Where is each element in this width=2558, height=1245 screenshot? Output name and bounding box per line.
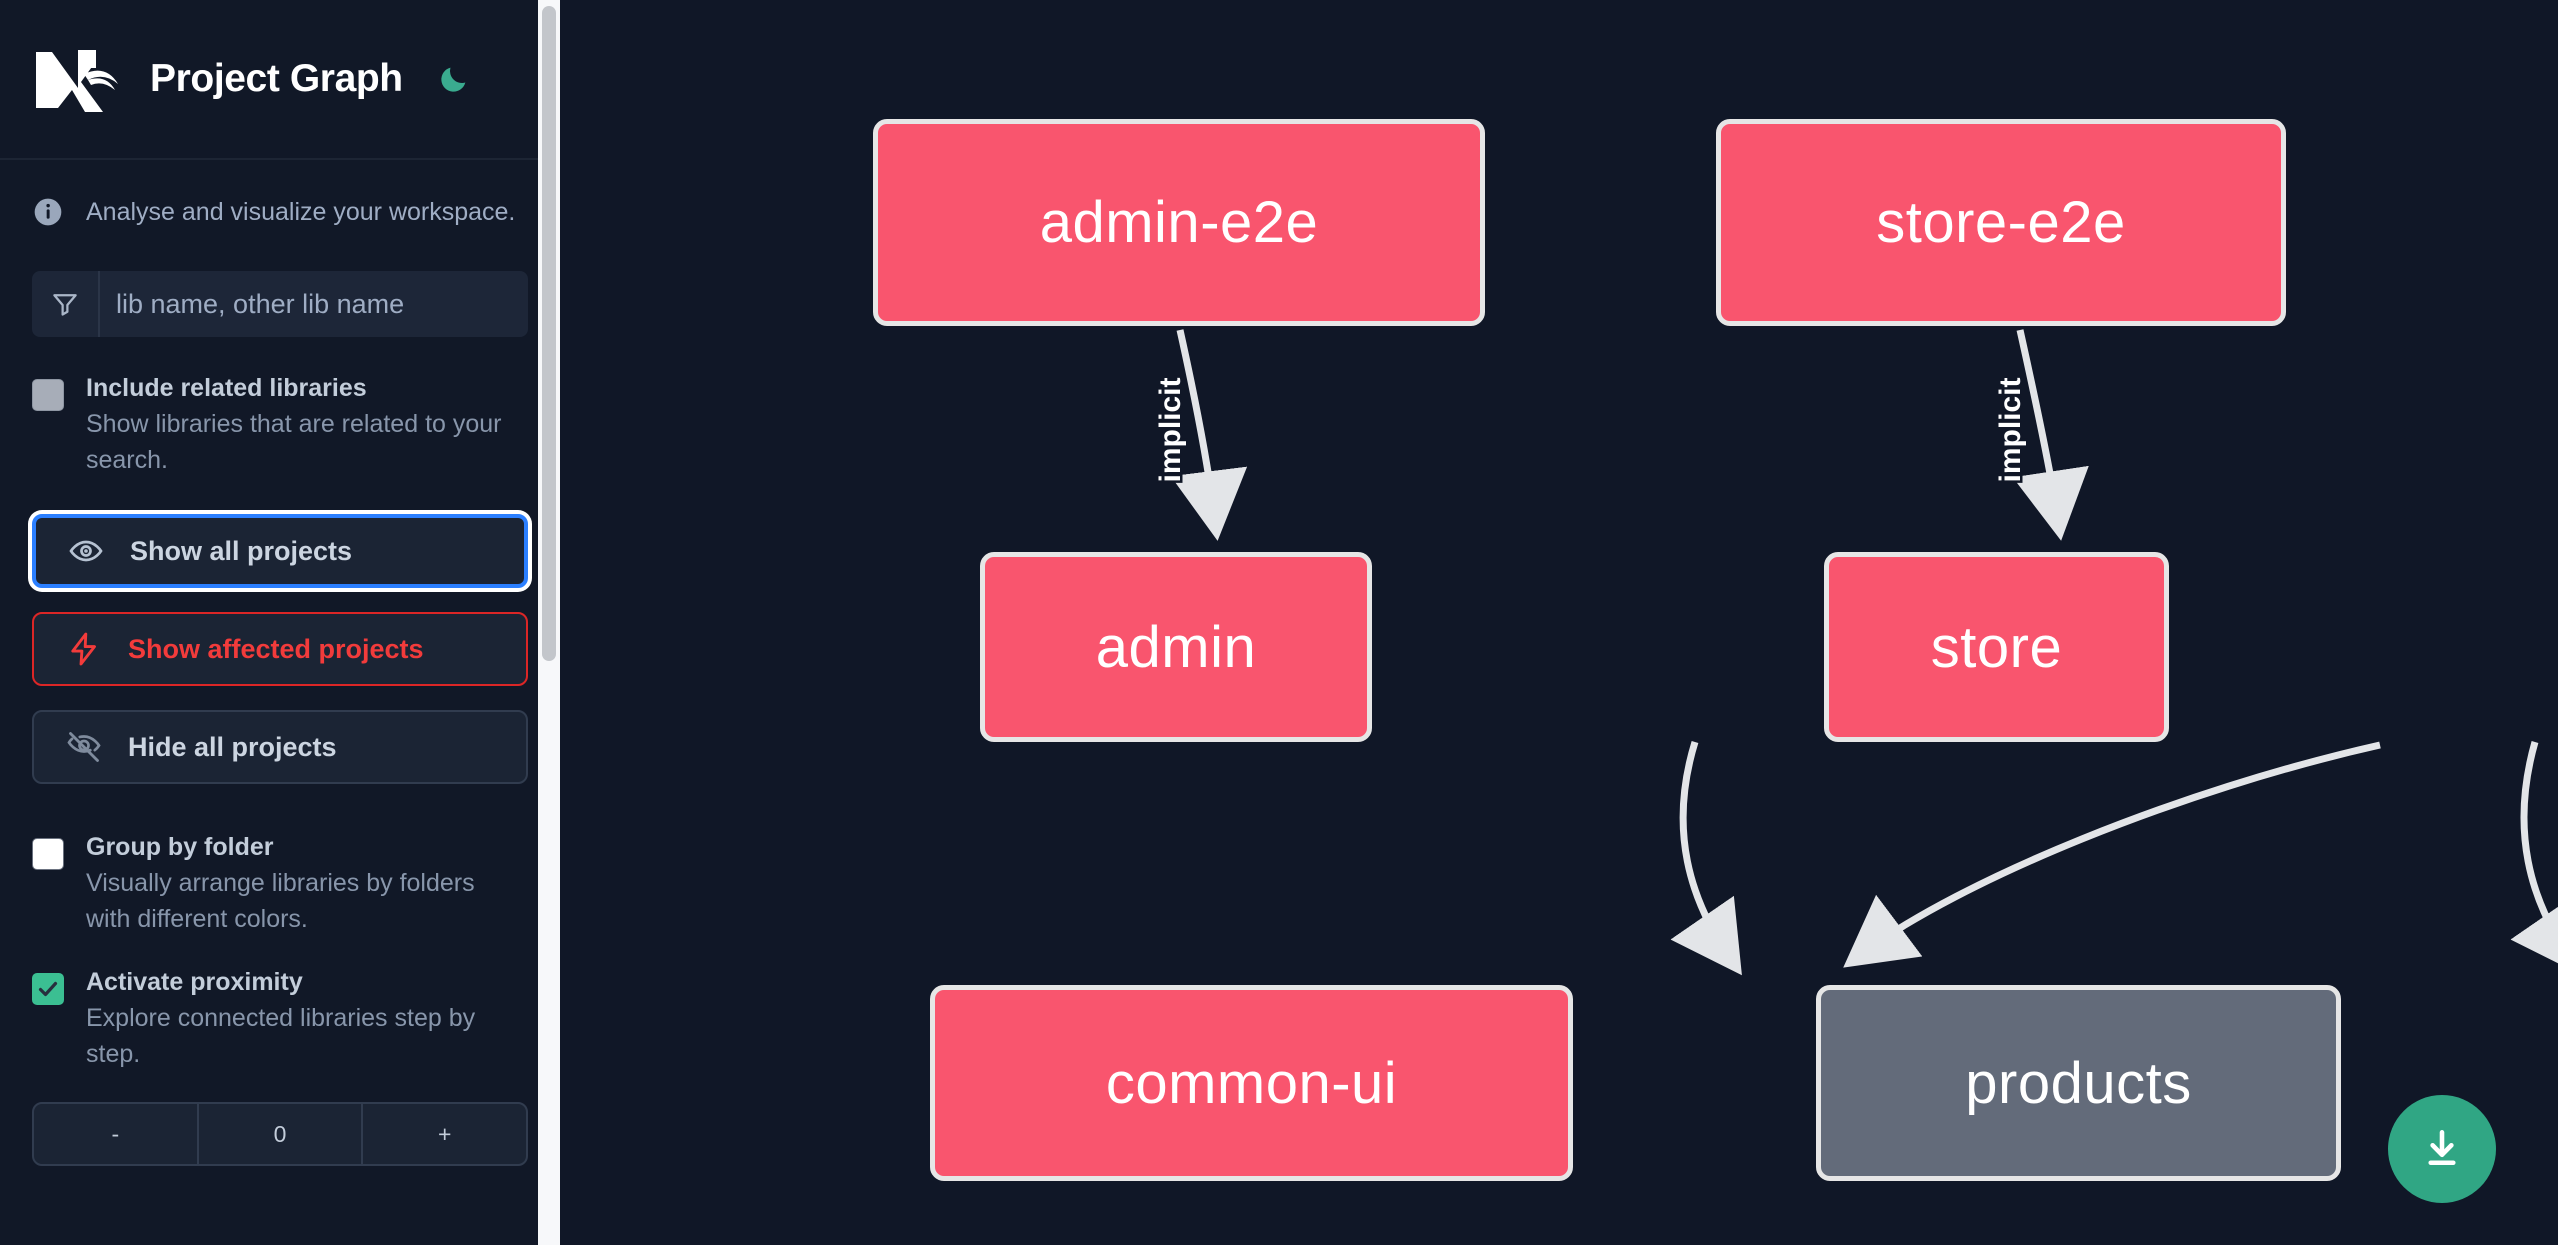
sidebar-scrollbar-thumb[interactable]: [542, 6, 556, 661]
lightning-bolt-icon: [62, 627, 106, 671]
tagline: Analyse and visualize your workspace.: [0, 160, 560, 228]
checkbox-box[interactable]: [32, 379, 64, 411]
checkbox-description: Show libraries that are related to your …: [86, 410, 502, 474]
proximity-decrease-button[interactable]: -: [34, 1104, 199, 1164]
download-icon: [2428, 1130, 2456, 1166]
hide-all-projects-button[interactable]: Hide all projects: [32, 710, 528, 784]
edge-label-implicit-admin: implicit: [1154, 377, 1187, 482]
graph-node-store[interactable]: store: [1824, 552, 2169, 742]
show-all-projects-button[interactable]: Show all projects: [32, 514, 528, 588]
checkbox-label: Include related libraries: [86, 374, 367, 402]
graph-canvas[interactable]: implicit implicit admin-e2e store-e2e ad…: [560, 0, 2558, 1245]
button-label: Hide all projects: [128, 731, 337, 762]
checkbox-label: Group by folder: [86, 833, 274, 861]
proximity-increase-button[interactable]: +: [437, 1120, 452, 1147]
checkbox-activate-proximity[interactable]: Activate proximity Explore connected lib…: [0, 937, 560, 1072]
checkbox-box[interactable]: [32, 838, 64, 870]
page-title: Project Graph: [150, 57, 403, 100]
sidebar: Project Graph Analyse and visualize yo: [0, 0, 560, 1245]
info-icon: [32, 196, 64, 228]
show-affected-projects-button[interactable]: Show affected projects: [32, 612, 528, 686]
checkbox-description: Explore connected libraries step by step…: [86, 1004, 476, 1068]
graph-node-store-e2e[interactable]: store-e2e: [1716, 119, 2286, 326]
proximity-stepper-group[interactable]: - 0 +: [32, 1102, 528, 1166]
checkbox-box[interactable]: [32, 973, 64, 1005]
search-section: [0, 228, 560, 337]
eye-icon: [64, 529, 108, 573]
graph-node-common-ui[interactable]: common-ui: [930, 985, 1573, 1181]
edge-store-to-products: [2510, 741, 2558, 976]
proximity-value: 0: [199, 1104, 364, 1164]
checkbox-label: Activate proximity: [86, 968, 303, 996]
graph-node-admin-e2e[interactable]: admin-e2e: [873, 119, 1485, 326]
checkbox-group-by-folder[interactable]: Group by folder Visually arrange librari…: [0, 808, 560, 937]
edge-label-implicit-store: implicit: [1994, 377, 2027, 482]
eye-off-icon: [62, 725, 106, 769]
proximity-stepper: - 0 +: [0, 1072, 560, 1166]
filter-icon[interactable]: [32, 271, 100, 337]
project-visibility-buttons: Show all projects Show affected projects: [0, 478, 560, 784]
search-input[interactable]: [100, 272, 528, 336]
graph-node-admin[interactable]: admin: [980, 552, 1372, 742]
edge-admin-e2e-to-admin: [1170, 329, 1248, 541]
graph-edges: implicit implicit: [1152, 329, 2558, 976]
button-label: Show affected projects: [128, 633, 424, 664]
search-box[interactable]: [32, 271, 528, 337]
moon-icon[interactable]: [431, 56, 477, 102]
edge-store-e2e-to-store: [2012, 329, 2089, 541]
checkbox-description: Visually arrange libraries by folders wi…: [86, 869, 475, 933]
edge-store-to-common-ui: [1843, 741, 2381, 968]
checkbox-include-related-libraries[interactable]: Include related libraries Show libraries…: [0, 337, 560, 478]
graph-node-products[interactable]: products: [1816, 985, 2341, 1181]
sidebar-scrollbar[interactable]: [538, 0, 560, 1245]
sidebar-header: Project Graph: [0, 0, 560, 160]
edge-admin-to-common-ui: [1670, 740, 1742, 976]
download-image-button[interactable]: [2388, 1095, 2496, 1203]
nx-logo-icon: [32, 46, 124, 112]
tagline-text: Analyse and visualize your workspace.: [86, 197, 516, 226]
button-label: Show all projects: [130, 535, 353, 566]
